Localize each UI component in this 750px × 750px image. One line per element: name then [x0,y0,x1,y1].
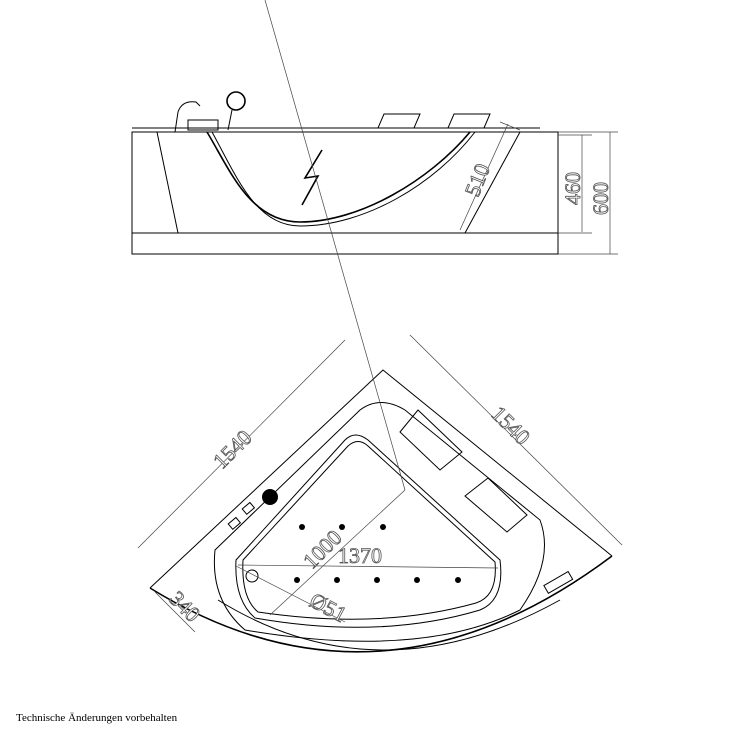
button-1 [227,516,242,530]
dim-460: 460 [560,172,585,205]
jet [339,524,345,530]
headrest-2 [447,113,491,129]
jet [414,577,420,583]
side-outline [131,131,559,255]
dim-1540-right: 1540 [486,401,535,450]
shower-head-icon [226,91,246,111]
lightning-icon [301,149,323,206]
jet [374,577,380,583]
drain-icon [245,569,259,583]
faucet-icon [174,101,201,133]
jets [294,524,461,583]
side-view: 510 460 600 [131,91,618,255]
top-front-arc [149,555,613,653]
top-rim [213,402,545,642]
dim-510: 510 [459,160,495,200]
button-2 [241,501,256,515]
side-inner-shell [156,131,521,234]
top-outer-corner [149,369,613,589]
control-panel-icon [543,570,574,595]
dim-600: 600 [588,182,613,215]
jet [294,577,300,583]
side-basin-curve [206,131,471,223]
dim-340: 340 [164,586,205,627]
jet [334,577,340,583]
top-basin [235,434,502,628]
dim-1540-left: 1540 [208,425,257,474]
headrest-top-1 [399,409,463,471]
jet [455,577,461,583]
jet [299,524,305,530]
shower-head-top-icon [262,489,278,505]
top-view: 1540 1540 1000 1370 340 Ø51 [137,0,623,653]
headrest-top-2 [464,477,528,533]
footer-note: Technische Änderungen vorbehalten [16,712,178,724]
jet [380,524,386,530]
headrest-1 [377,113,421,129]
dim-1370: 1370 [338,543,382,568]
